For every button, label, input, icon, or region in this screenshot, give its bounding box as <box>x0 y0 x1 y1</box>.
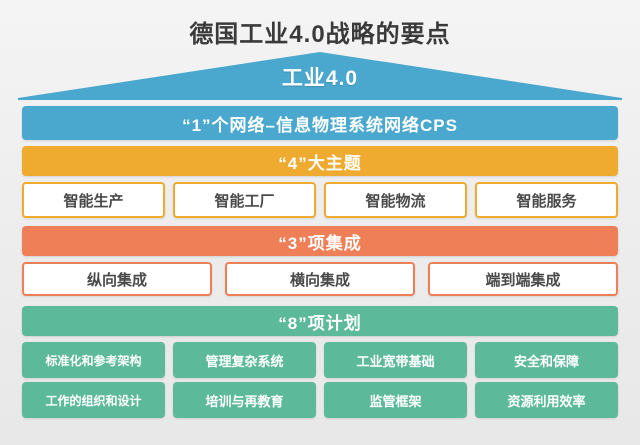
band-plans: “8”项计划 <box>22 306 618 336</box>
roof-shape <box>18 52 622 100</box>
plan-item: 资源利用效率 <box>475 382 618 418</box>
band-cps-label: “1”个网络–信息物理系统网络CPS <box>182 115 458 135</box>
integration-item: 纵向集成 <box>22 262 212 296</box>
page-title: 德国工业4.0战略的要点 <box>189 21 451 48</box>
plans-row-2: 工作的组织和设计 培训与再教育 监管框架 资源利用效率 <box>22 382 618 418</box>
plan-item: 标准化和参考架构 <box>22 342 165 378</box>
band-integration: “3”项集成 <box>22 226 618 256</box>
theme-item: 智能服务 <box>475 182 618 218</box>
integration-row: 纵向集成 横向集成 端到端集成 <box>22 262 618 296</box>
band-themes-label: “4”大主题 <box>278 153 362 173</box>
roof-polygon <box>18 52 622 100</box>
band-themes: “4”大主题 <box>22 146 618 176</box>
band-plans-label: “8”项计划 <box>278 313 362 333</box>
integration-item: 端到端集成 <box>428 262 618 296</box>
theme-item: 智能工厂 <box>173 182 316 218</box>
plan-item: 安全和保障 <box>475 342 618 378</box>
plan-item: 监管框架 <box>324 382 467 418</box>
theme-item: 智能物流 <box>324 182 467 218</box>
band-integration-label: “3”项集成 <box>278 233 362 253</box>
plans-row-1: 标准化和参考架构 管理复杂系统 工业宽带基础 安全和保障 <box>22 342 618 378</box>
themes-row: 智能生产 智能工厂 智能物流 智能服务 <box>22 182 618 218</box>
integration-item: 横向集成 <box>225 262 415 296</box>
band-cps: “1”个网络–信息物理系统网络CPS <box>22 106 618 140</box>
theme-item: 智能生产 <box>22 182 165 218</box>
plan-item: 管理复杂系统 <box>173 342 316 378</box>
plan-item: 工作的组织和设计 <box>22 382 165 418</box>
plan-item: 工业宽带基础 <box>324 342 467 378</box>
plan-item: 培训与再教育 <box>173 382 316 418</box>
roof-label: 工业4.0 <box>281 67 359 90</box>
